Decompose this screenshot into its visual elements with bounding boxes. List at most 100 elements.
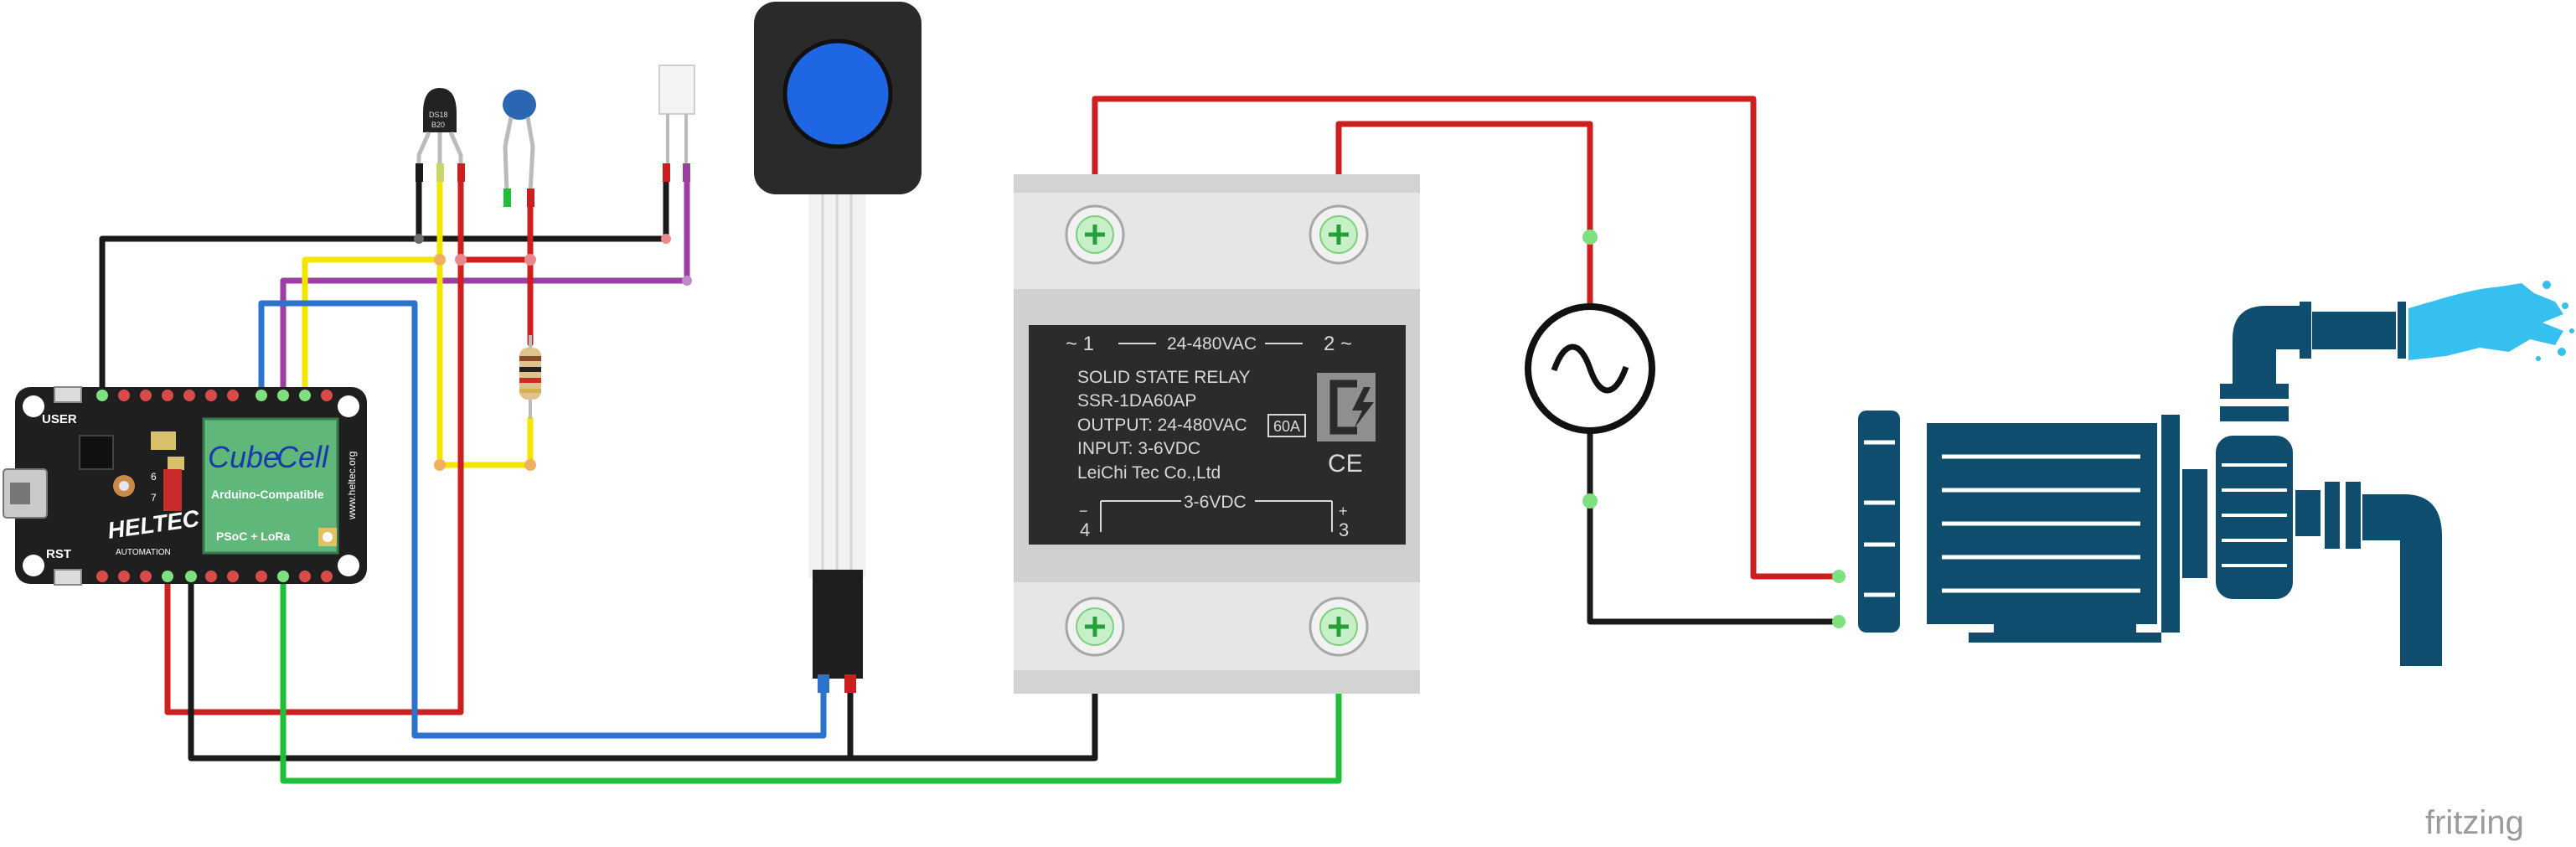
pump-foot bbox=[1969, 633, 2161, 643]
button-connector-pin bbox=[818, 674, 829, 693]
mount-hole bbox=[338, 395, 359, 417]
mount-hole bbox=[23, 555, 44, 576]
sensor-leg bbox=[448, 131, 463, 168]
relay-amp-box bbox=[1267, 414, 1306, 437]
water-droplet bbox=[2536, 356, 2541, 361]
relay-voltage-range: 24-480VAC bbox=[1167, 334, 1257, 354]
usb-port bbox=[10, 483, 30, 504]
user-label: USER bbox=[42, 412, 77, 426]
board-pin bbox=[227, 571, 239, 582]
board-pin bbox=[321, 571, 333, 582]
pump-head-ribs bbox=[2222, 463, 2287, 567]
resistor-band bbox=[519, 378, 541, 383]
user-button[interactable] bbox=[54, 386, 82, 403]
wire-green bbox=[280, 575, 1342, 784]
water-droplet bbox=[2569, 328, 2574, 333]
resistor-band bbox=[519, 356, 541, 361]
junction-dot bbox=[434, 459, 446, 471]
module-compat-text: Arduino-Compatible bbox=[211, 488, 324, 501]
push-button-module bbox=[754, 2, 921, 693]
junction-dot bbox=[434, 254, 446, 266]
led-pin-tip bbox=[683, 163, 690, 182]
pump-inlet-connector bbox=[2295, 490, 2320, 536]
water-droplet bbox=[2558, 348, 2566, 356]
relay-terminal-4-label: 4 bbox=[1080, 519, 1090, 540]
board-pin bbox=[277, 571, 289, 582]
board-url: www.heltec.org bbox=[346, 452, 358, 520]
relay-terminal-3-sign: + bbox=[1339, 503, 1348, 519]
wires bbox=[99, 96, 1842, 784]
junction-dot bbox=[524, 254, 536, 266]
board-pin bbox=[96, 390, 108, 401]
junction-dot bbox=[661, 234, 671, 244]
relay-line-1: SOLID STATE RELAY bbox=[1077, 368, 1251, 387]
relay-terminal-1-label: ~ 1 bbox=[1066, 333, 1094, 355]
board-pin bbox=[96, 571, 108, 582]
wire-purple bbox=[280, 164, 690, 397]
relay-line-3: OUTPUT: 24-480VAC bbox=[1077, 416, 1247, 435]
pump-coupling bbox=[2182, 469, 2207, 578]
sensor-leg bbox=[416, 131, 431, 168]
resistor bbox=[519, 335, 541, 419]
relay-top-strip bbox=[1014, 174, 1420, 193]
sensor-marking-1: DS18 bbox=[429, 111, 448, 119]
relay-terminal-4-sign: − bbox=[1079, 503, 1088, 519]
pump-terminal-dot bbox=[1832, 570, 1846, 583]
board-pin bbox=[299, 571, 311, 582]
wire-junctions bbox=[414, 230, 1598, 509]
water-jet bbox=[2408, 283, 2563, 360]
board-pin bbox=[299, 390, 311, 401]
top-pin-header bbox=[96, 390, 333, 401]
relay-line-2: SSR-1DA60AP bbox=[1077, 391, 1196, 411]
board-pin bbox=[162, 571, 173, 582]
led-component bbox=[658, 65, 695, 182]
pump-cooling-fins bbox=[1864, 440, 2140, 597]
led-indicator-center bbox=[119, 481, 129, 491]
pump-inlet-flange bbox=[2346, 482, 2361, 549]
module-chip-text: PSoC + LoRa bbox=[216, 529, 291, 543]
ac-power-source bbox=[1525, 303, 1655, 434]
sensor-body bbox=[423, 88, 457, 132]
board-pin bbox=[185, 571, 197, 582]
sine-wave-icon bbox=[1551, 343, 1629, 394]
screw-slot bbox=[1329, 225, 1349, 245]
board-pin bbox=[118, 571, 130, 582]
junction-dot bbox=[682, 276, 692, 286]
board-pin bbox=[227, 390, 239, 401]
board-chip bbox=[168, 457, 184, 470]
pump-terminal-dot bbox=[1832, 615, 1846, 628]
ceramic-capacitor bbox=[503, 90, 536, 207]
board-pin bbox=[162, 390, 173, 401]
junction-dot bbox=[414, 234, 424, 244]
pin-label-7: 7 bbox=[151, 492, 157, 504]
module-logo-right: Cell bbox=[276, 440, 329, 474]
relay-line-5: LeiChi Tec Co.,Ltd bbox=[1077, 463, 1221, 483]
junction-dot bbox=[1582, 493, 1598, 509]
pump-outlet-nozzle bbox=[2398, 302, 2406, 359]
bolt-icon bbox=[1352, 387, 1374, 429]
pump-outlet-pipe bbox=[2312, 312, 2396, 349]
pump-upper-flange bbox=[2220, 406, 2289, 421]
relay-amp-rating: 60A bbox=[1273, 418, 1300, 435]
screw-slot bbox=[1329, 617, 1349, 637]
pump-motor-flange bbox=[2161, 415, 2180, 633]
sensor-pin-tip bbox=[457, 163, 465, 182]
board-pin bbox=[205, 390, 217, 401]
mount-hole bbox=[338, 555, 359, 576]
button-connector-pin bbox=[844, 674, 856, 693]
rst-button[interactable] bbox=[54, 569, 82, 586]
led-pin-tip bbox=[663, 163, 670, 182]
rst-label: RST bbox=[46, 547, 71, 561]
board-pin bbox=[118, 390, 130, 401]
screw-slot bbox=[1085, 225, 1105, 245]
sensor-marking-2: B20 bbox=[431, 121, 445, 129]
water-droplet bbox=[2542, 281, 2551, 289]
relay-line-4: INPUT: 3-6VDC bbox=[1077, 439, 1200, 458]
relay-terminal-2-label: 2 ~ bbox=[1324, 333, 1352, 355]
module-logo-left: Cube bbox=[208, 440, 280, 474]
button-cap[interactable] bbox=[782, 39, 893, 149]
capacitor-pin-tip bbox=[527, 189, 534, 207]
led-body bbox=[658, 65, 695, 115]
